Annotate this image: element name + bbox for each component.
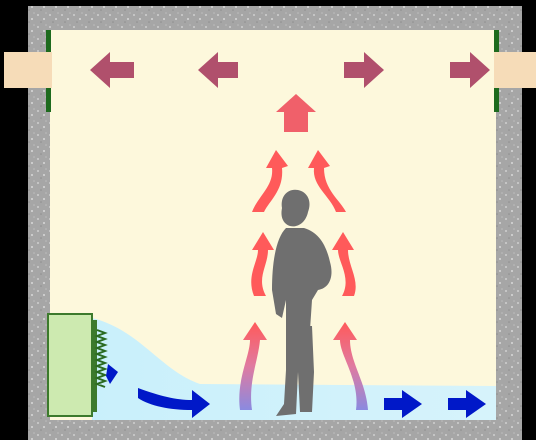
exhaust-arrow-right xyxy=(344,52,384,88)
rise-arrow-lower-right xyxy=(333,322,368,410)
ceiling-exhaust-duct-left xyxy=(4,30,52,112)
supply-air-arrows xyxy=(106,364,486,418)
ceiling-exhaust-duct-right xyxy=(494,30,536,112)
rise-arrow-top xyxy=(276,94,316,132)
rise-arrow-upper-right xyxy=(308,150,346,212)
supply-arrow-4 xyxy=(448,390,486,418)
rising-air-arrows xyxy=(239,94,368,410)
rise-arrow-lower-left xyxy=(239,322,267,410)
supply-arrow-1 xyxy=(106,364,118,384)
standing-person xyxy=(272,189,332,416)
rise-arrow-upper-left xyxy=(252,150,288,212)
exhaust-arrow-far-right xyxy=(450,52,490,88)
supply-arrow-3 xyxy=(384,390,422,418)
exhaust-arrow-far-left xyxy=(90,52,134,88)
supply-arrow-2 xyxy=(138,388,210,418)
supply-air-diffuser xyxy=(47,313,108,417)
rise-arrow-middle-left xyxy=(251,232,274,296)
rise-arrow-middle-right xyxy=(332,232,356,296)
exhaust-arrow-left xyxy=(198,52,238,88)
exhaust-air-arrows xyxy=(90,52,490,88)
